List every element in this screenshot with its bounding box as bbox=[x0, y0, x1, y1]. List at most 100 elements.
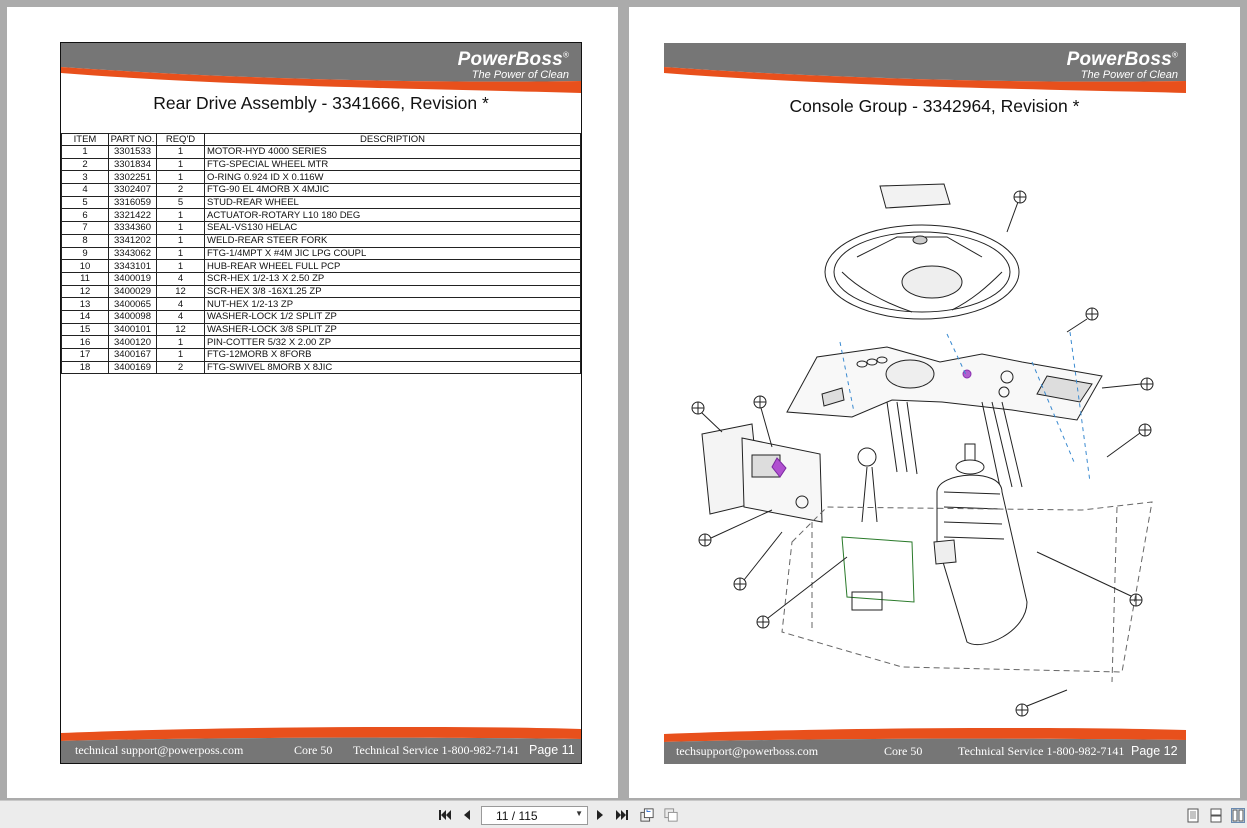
next-page-button[interactable] bbox=[593, 808, 607, 822]
reqd-cell: 2 bbox=[156, 183, 205, 197]
item-cell: 14 bbox=[61, 309, 109, 324]
footer-page-number: Page 12 bbox=[1131, 744, 1178, 758]
description-cell: ACTUATOR-ROTARY L10 180 DEG bbox=[204, 208, 581, 223]
powerboss-logo: PowerBoss® The Power of Clean bbox=[1066, 49, 1178, 81]
description-cell: MOTOR-HYD 4000 SERIES bbox=[204, 145, 581, 159]
continuous-view-button[interactable] bbox=[1209, 808, 1223, 822]
description-cell: SCR-HEX 3/8 -16X1.25 ZP bbox=[204, 284, 581, 299]
item-cell: 12 bbox=[61, 284, 109, 299]
item-cell: 18 bbox=[61, 360, 109, 375]
header-band: PowerBoss® The Power of Clean bbox=[61, 43, 581, 95]
item-cell: 15 bbox=[61, 322, 109, 337]
description-cell: FTG-90 EL 4MORB X 4MJIC bbox=[204, 183, 581, 197]
footer-email: technical support@powerposs.com bbox=[75, 743, 244, 757]
footer-model: Core 50 bbox=[294, 743, 333, 757]
page-indicator: 11 / 115 bbox=[496, 809, 538, 823]
part-no-cell: 3400167 bbox=[108, 348, 157, 362]
reqd-cell: 1 bbox=[156, 170, 205, 185]
description-cell: PIN-COTTER 5/32 X 2.00 ZP bbox=[204, 335, 581, 349]
item-cell: 5 bbox=[61, 195, 109, 210]
description-cell: WELD-REAR STEER FORK bbox=[204, 233, 581, 248]
part-no-cell: 3400019 bbox=[108, 271, 157, 286]
go-forward-button[interactable] bbox=[664, 808, 678, 822]
part-no-cell: 3321422 bbox=[108, 208, 157, 223]
reqd-cell: 5 bbox=[156, 195, 205, 210]
reqd-cell: 12 bbox=[156, 322, 205, 337]
description-cell: HUB-REAR WHEEL FULL PCP bbox=[204, 259, 581, 273]
part-no-cell: 3400120 bbox=[108, 335, 157, 349]
page-title: Rear Drive Assembly - 3341666, Revision … bbox=[153, 93, 489, 113]
powerboss-logo: PowerBoss® The Power of Clean bbox=[457, 49, 569, 81]
reqd-cell: 12 bbox=[156, 284, 205, 299]
go-forward-view-icon bbox=[664, 808, 678, 822]
two-page-icon bbox=[1231, 807, 1245, 823]
footer-service: Technical Service 1-800-982-7141 bbox=[353, 743, 520, 757]
item-cell: 2 bbox=[61, 157, 109, 172]
page-number-select[interactable]: 11 / 115 ▼ bbox=[481, 806, 588, 825]
page-frame: PowerBoss® The Power of Clean Rear Drive… bbox=[60, 42, 582, 764]
next-page-icon bbox=[597, 810, 603, 820]
last-page-icon bbox=[616, 810, 628, 820]
column-header-item: ITEM bbox=[61, 133, 109, 146]
description-cell: FTG-12MORB X 8FORB bbox=[204, 348, 581, 362]
part-no-cell: 3343062 bbox=[108, 246, 157, 261]
single-page-view-button[interactable] bbox=[1186, 808, 1200, 822]
part-no-cell: 3301834 bbox=[108, 157, 157, 172]
first-page-button[interactable] bbox=[438, 808, 452, 822]
part-no-cell: 3343101 bbox=[108, 259, 157, 273]
item-cell: 16 bbox=[61, 335, 109, 349]
table-header-row: ITEM PART NO. REQ'D DESCRIPTION bbox=[61, 133, 581, 146]
previous-page-icon bbox=[464, 810, 470, 820]
item-cell: 1 bbox=[61, 145, 109, 159]
footer-model: Core 50 bbox=[884, 744, 923, 758]
go-back-button[interactable] bbox=[640, 808, 654, 822]
description-cell: FTG-1/4MPT X #4M JIC LPG COUPL bbox=[204, 246, 581, 261]
item-cell: 11 bbox=[61, 271, 109, 286]
two-page-view-button[interactable] bbox=[1231, 807, 1245, 823]
page-title: Console Group - 3342964, Revision * bbox=[789, 96, 1080, 116]
document-viewer: PowerBoss® The Power of Clean Rear Drive… bbox=[7, 7, 1240, 798]
description-cell: WASHER-LOCK 3/8 SPLIT ZP bbox=[204, 322, 581, 337]
reqd-cell: 1 bbox=[156, 335, 205, 349]
reqd-cell: 1 bbox=[156, 157, 205, 172]
item-cell: 8 bbox=[61, 233, 109, 248]
page-12: PowerBoss® The Power of Clean Console Gr… bbox=[629, 7, 1240, 798]
reqd-cell: 1 bbox=[156, 259, 205, 273]
page-11: PowerBoss® The Power of Clean Rear Drive… bbox=[7, 7, 618, 798]
reqd-cell: 1 bbox=[156, 208, 205, 223]
previous-page-button[interactable] bbox=[460, 808, 474, 822]
footer-page-number: Page 11 bbox=[529, 743, 575, 757]
header-band: PowerBoss® The Power of Clean bbox=[664, 43, 1186, 95]
item-cell: 9 bbox=[61, 246, 109, 261]
reqd-cell: 1 bbox=[156, 246, 205, 261]
part-no-cell: 3400101 bbox=[108, 322, 157, 337]
description-cell: O-RING 0.924 ID X 0.116W bbox=[204, 170, 581, 185]
part-no-cell: 3301533 bbox=[108, 145, 157, 159]
description-cell: SCR-HEX 1/2-13 X 2.50 ZP bbox=[204, 271, 581, 286]
item-cell: 7 bbox=[61, 221, 109, 235]
last-page-button[interactable] bbox=[615, 808, 629, 822]
reqd-cell: 1 bbox=[156, 145, 205, 159]
description-cell: NUT-HEX 1/2-13 ZP bbox=[204, 297, 581, 311]
part-no-cell: 3334360 bbox=[108, 221, 157, 235]
page-footer: techsupport@powerboss.com Core 50 Techni… bbox=[664, 741, 1186, 761]
console-exploded-diagram bbox=[691, 183, 1154, 717]
part-no-cell: 3316059 bbox=[108, 195, 157, 210]
description-cell: FTG-SWIVEL 8MORB X 8JIC bbox=[204, 360, 581, 375]
